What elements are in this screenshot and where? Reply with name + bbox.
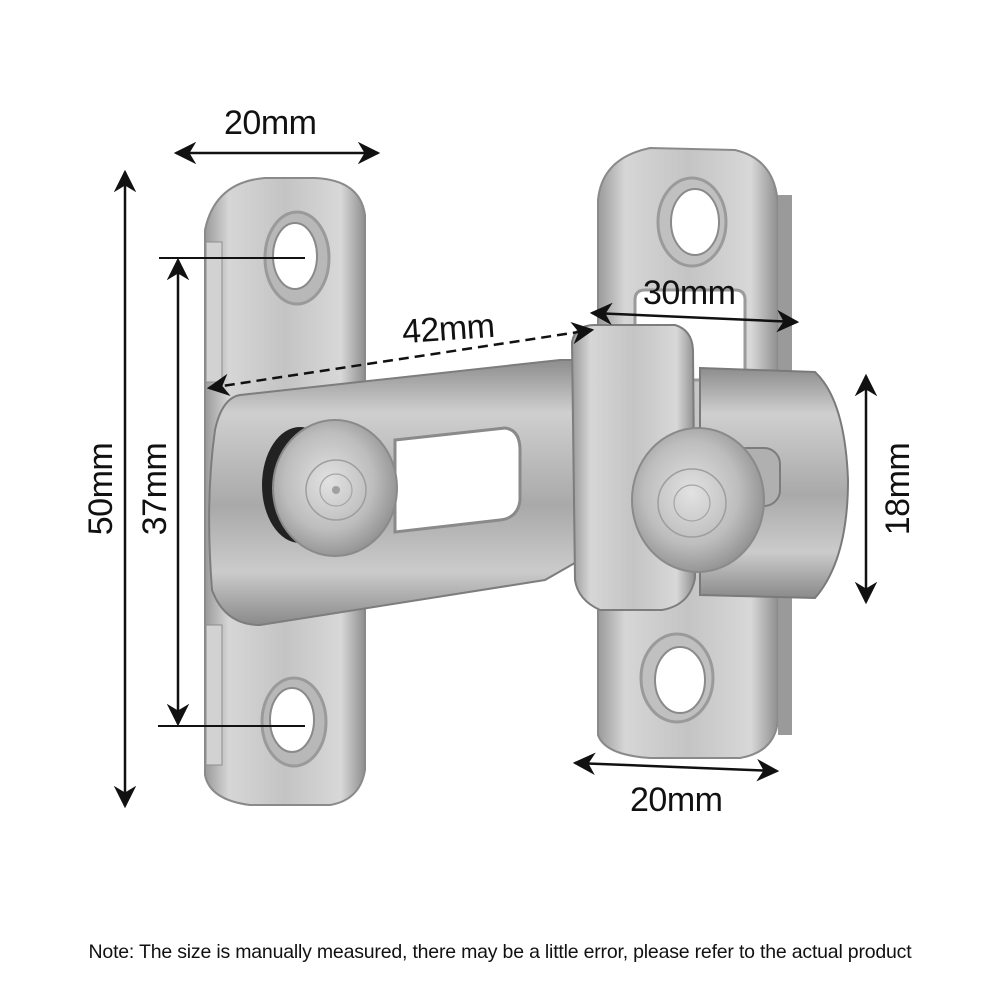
label-hole-spacing: 37mm <box>136 442 175 536</box>
sliding-bar <box>208 359 581 627</box>
bar-slot <box>393 426 522 534</box>
latch-housing <box>570 324 850 611</box>
dim-keeper-width <box>589 302 800 333</box>
dim-slide-bar-length <box>206 321 595 397</box>
label-keeper-height: 18mm <box>879 442 918 536</box>
dim-bottom-plate-width <box>572 752 780 782</box>
label-top-plate-width: 20mm <box>224 104 317 142</box>
label-bottom-plate-width: 20mm <box>630 781 723 819</box>
measurement-note: Note: The size is manually measured, the… <box>88 941 912 963</box>
label-keeper-width: 30mm <box>643 274 736 312</box>
label-overall-height: 50mm <box>82 442 121 536</box>
dimension-annotations <box>113 141 878 809</box>
latch-knob-icon <box>631 427 765 573</box>
label-slide-bar-length: 42mm <box>400 306 496 352</box>
